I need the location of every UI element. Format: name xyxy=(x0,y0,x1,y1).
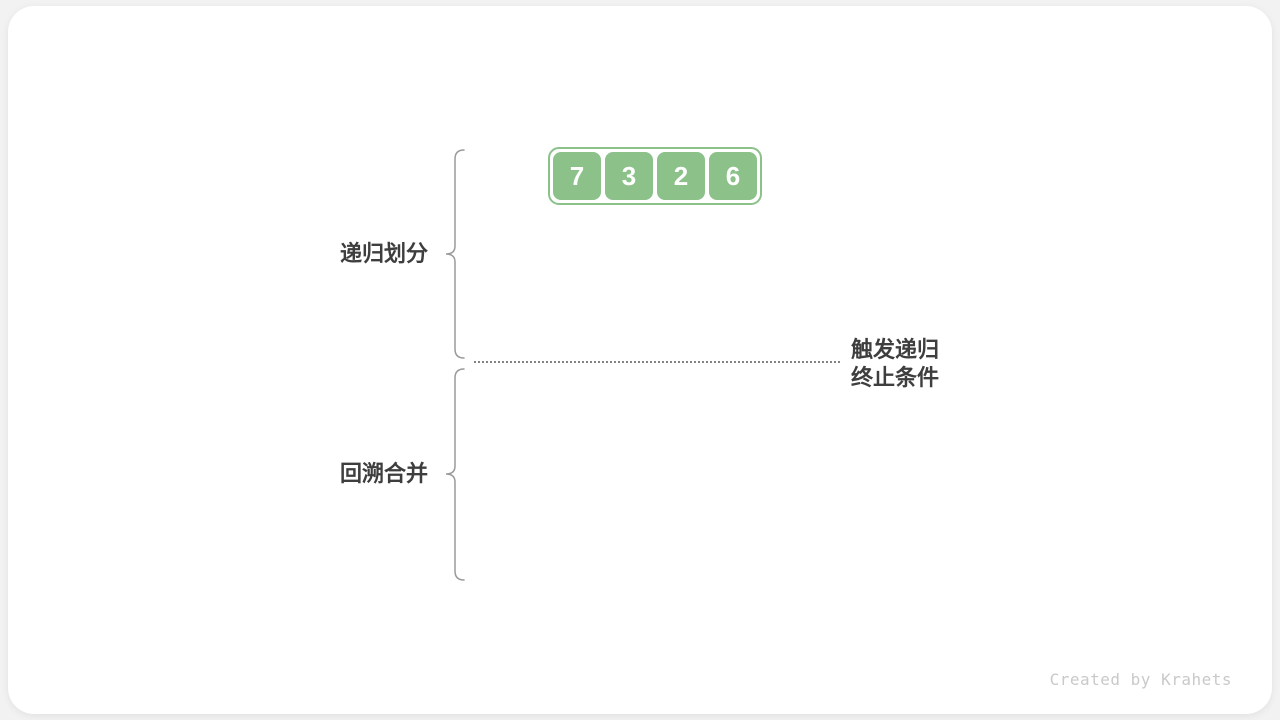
merge-phase-label: 回溯合并 xyxy=(339,461,428,486)
array-cell: 7 xyxy=(553,152,601,200)
merge-brace-icon xyxy=(442,368,466,581)
watermark-credit: Created by Krahets xyxy=(1049,670,1232,689)
array-cell: 3 xyxy=(605,152,653,200)
terminate-dotted-line xyxy=(474,361,840,363)
terminate-condition-line1: 触发递归 xyxy=(851,337,940,362)
terminate-condition-line2: 终止条件 xyxy=(851,365,940,390)
divide-phase-label: 递归划分 xyxy=(339,241,428,266)
terminate-condition-label: 触发递归 终止条件 xyxy=(851,336,939,392)
divide-brace-icon xyxy=(442,149,466,359)
array-cell: 2 xyxy=(657,152,705,200)
array-cell: 6 xyxy=(709,152,757,200)
